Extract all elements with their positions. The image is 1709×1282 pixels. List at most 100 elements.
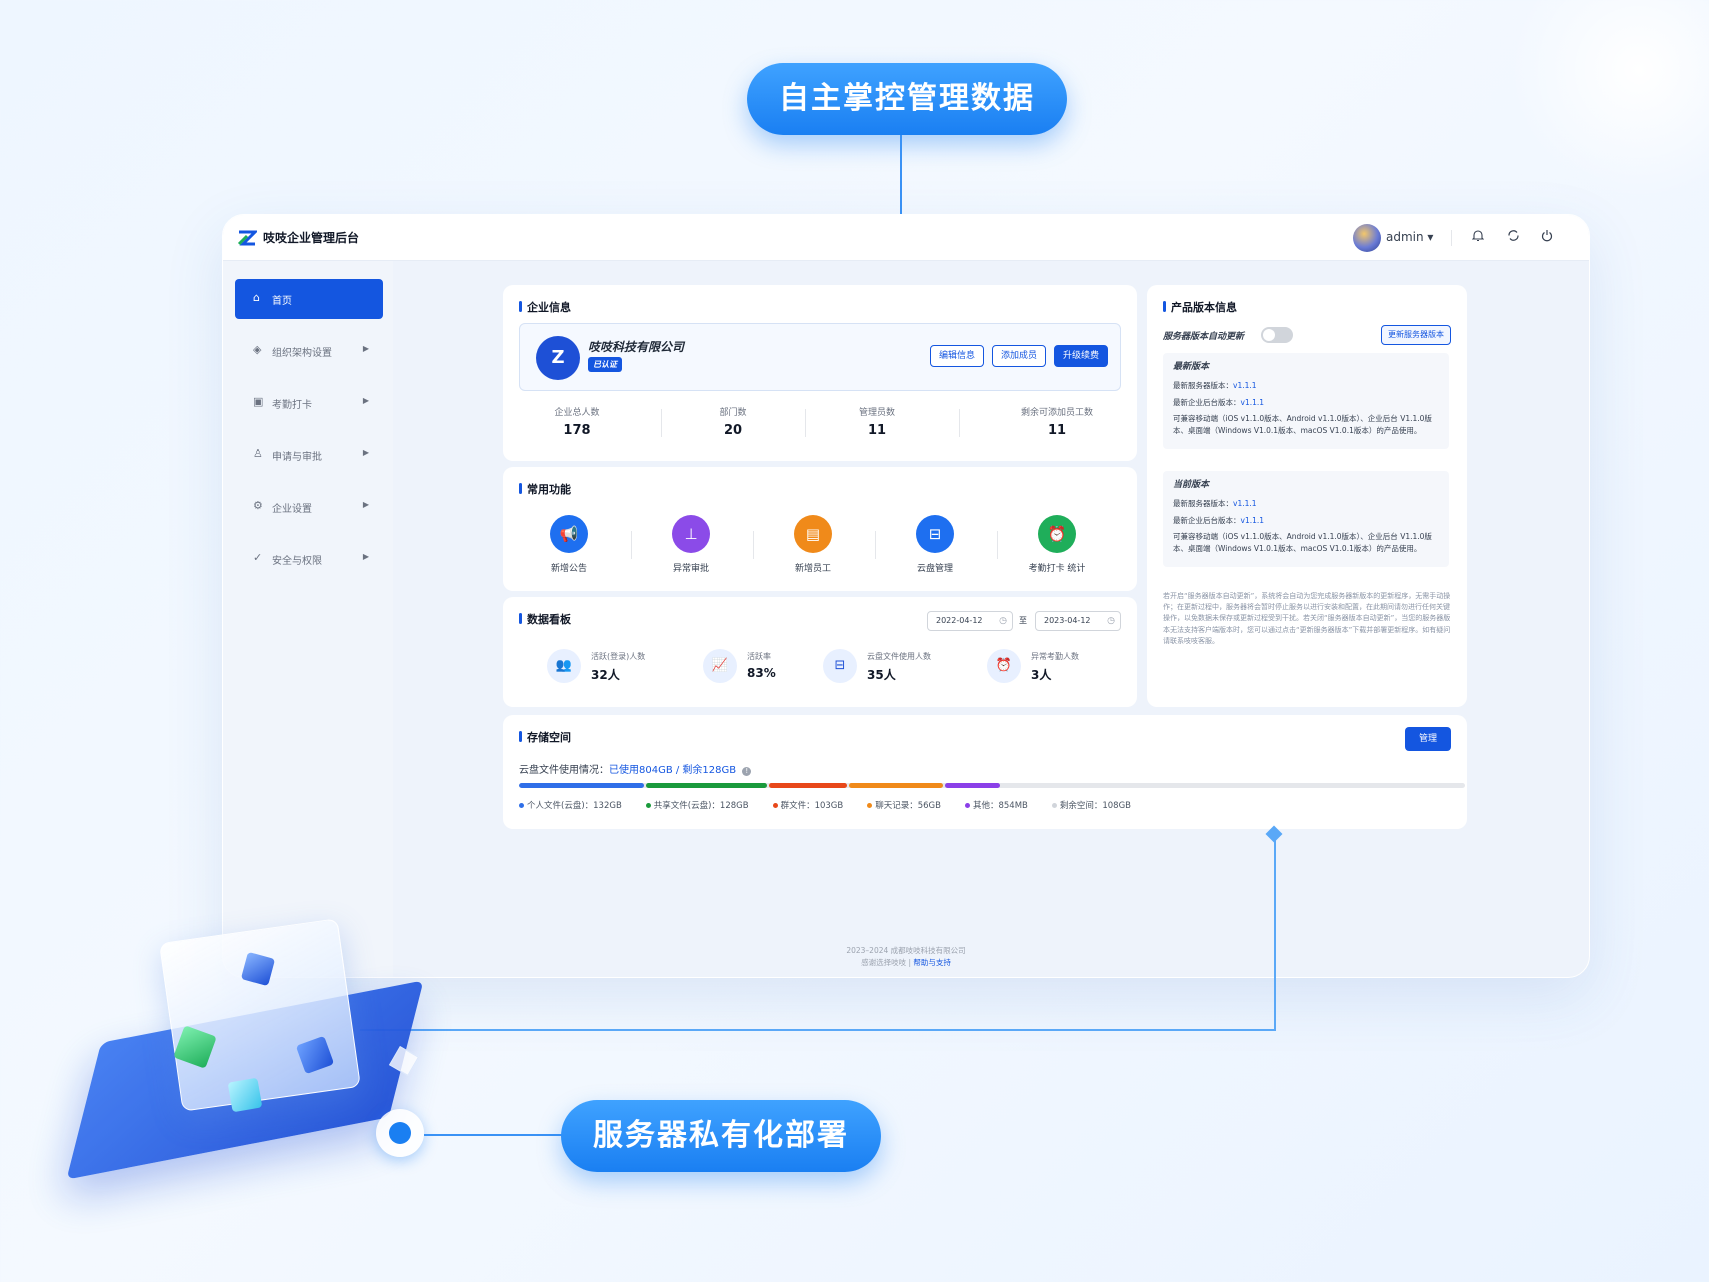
sidebar-item-approval[interactable]: ♙ 申请与审批 ▶: [235, 435, 383, 475]
chart-line-icon: 📈: [703, 649, 737, 683]
drive-icon: ⊟: [823, 649, 857, 683]
admin-window: 吱吱企业管理后台 admin ▾ ⌂ 首页 ◈ 组织架构设置 ▶ ▣ 考勤打卡 …: [222, 214, 1590, 978]
legend-item: 群文件：103GB: [772, 799, 844, 811]
sidebar: ⌂ 首页 ◈ 组织架构设置 ▶ ▣ 考勤打卡 ▶ ♙ 申请与审批 ▶ ⚙ 企业设…: [223, 261, 393, 977]
shield-check-icon: ✓: [253, 551, 263, 564]
date-to-input[interactable]: 2023-04-12◷: [1035, 611, 1121, 631]
storage-legend: 个人文件(云盘)：132GB 共享文件(云盘)：128GB 群文件：103GB 聊天记…: [519, 799, 1155, 811]
new-announcement-button[interactable]: 📢 新增公告: [529, 515, 609, 574]
stamp-icon: ⊥: [672, 515, 710, 553]
clock-icon: ◷: [999, 616, 1007, 626]
section-title: 常用功能: [519, 481, 571, 497]
date-from-input[interactable]: 2022-04-12◷: [927, 611, 1013, 631]
company-name: 吱吱科技有限公司: [588, 340, 685, 354]
storage-segment: [945, 783, 1000, 788]
storage-segment: [645, 783, 767, 788]
background-glow: [1509, 0, 1709, 200]
data-cube-illustration: [159, 918, 361, 1112]
app-logo-icon: [237, 230, 257, 246]
chevron-right-icon: ▶: [362, 344, 369, 353]
verified-badge: 已认证: [588, 357, 622, 372]
callout-anchor-dot: [376, 1109, 424, 1157]
auto-update-note: 若开启“服务器版本自动更新”，系统将会自动为您完成服务器新版本的更新程序，无需手…: [1163, 592, 1451, 645]
storage-usage-line: 云盘文件使用情况：已使用804GB / 剩余128GB !: [519, 761, 752, 776]
divider: [661, 409, 662, 437]
alarm-clock-icon: ⏰: [1038, 515, 1076, 553]
company-logo-icon: Z: [536, 336, 580, 380]
legend-swatch: [645, 803, 651, 808]
version-info-card: 产品版本信息 服务器版本自动更新 更新服务器版本 最新版本 最新服务器版本：v1…: [1147, 285, 1467, 707]
auto-update-toggle[interactable]: [1261, 327, 1293, 343]
sidebar-item-attendance[interactable]: ▣ 考勤打卡 ▶: [235, 383, 383, 423]
users-icon: 👥: [547, 649, 581, 683]
power-icon[interactable]: [1538, 229, 1556, 247]
sidebar-item-home[interactable]: ⌂ 首页: [235, 279, 383, 319]
sidebar-item-label: 申请与审批: [272, 452, 322, 463]
user-avatar[interactable]: [1353, 224, 1381, 252]
sidebar-item-label: 组织架构设置: [272, 348, 332, 359]
attendance-stats-button[interactable]: ⏰ 考勤打卡 统计: [1017, 515, 1097, 574]
divider: [753, 531, 754, 559]
legend-swatch: [772, 803, 778, 808]
storage-connector-horizontal: [360, 1029, 1276, 1031]
divider: [997, 531, 998, 559]
user-icon: ♙: [253, 447, 263, 460]
data-board-card: 数据看板 2022-04-12◷ 至 2023-04-12◷ 👥 活跃(登录)人…: [503, 597, 1137, 707]
section-title: 存储空间: [519, 729, 571, 745]
upgrade-button[interactable]: 升级续费: [1054, 345, 1109, 367]
alarm-clock-icon: ⏰: [987, 649, 1021, 683]
chevron-right-icon: ▶: [362, 552, 369, 561]
user-menu[interactable]: admin ▾: [1386, 230, 1434, 244]
section-title: 数据看板: [519, 611, 571, 627]
storage-connector-vertical: [1274, 834, 1276, 1030]
sidebar-item-security[interactable]: ✓ 安全与权限 ▶: [235, 539, 383, 579]
divider: [805, 409, 806, 437]
id-card-icon: ▤: [794, 515, 832, 553]
help-support-link[interactable]: 帮助与支持: [913, 958, 951, 967]
update-server-button[interactable]: 更新服务器版本: [1381, 325, 1451, 345]
clock-icon: ◷: [1107, 616, 1115, 626]
manage-storage-button[interactable]: 管理: [1405, 727, 1451, 751]
legend-label: 个人文件(云盘)：132GB: [527, 801, 622, 811]
legend-item: 共享文件(云盘)：128GB: [645, 799, 749, 811]
legend-item: 其他：854MB: [964, 799, 1028, 811]
legend-label: 群文件：103GB: [780, 801, 844, 811]
divider: [1451, 230, 1452, 246]
date-range-separator: 至: [1019, 616, 1027, 625]
storage-card: 存储空间 管理 云盘文件使用情况：已使用804GB / 剩余128GB ! 个人…: [503, 715, 1467, 829]
callout-connector: [900, 135, 902, 243]
legend-item: 剩余空间：108GB: [1051, 799, 1132, 811]
add-member-button[interactable]: 添加成员: [992, 345, 1047, 367]
refresh-icon[interactable]: [1504, 229, 1522, 247]
common-functions-card: 常用功能 📢 新增公告 ⊥ 异常审批 ▤ 新增员工 ⊟ 云盘管理 ⏰ 考勤打卡 …: [503, 467, 1137, 591]
legend-label: 共享文件(云盘)：128GB: [653, 801, 749, 811]
sidebar-item-org[interactable]: ◈ 组织架构设置 ▶: [235, 331, 383, 371]
sidebar-item-label: 考勤打卡: [272, 400, 312, 411]
legend-label: 聊天记录：56GB: [875, 801, 941, 811]
cloud-drive-button[interactable]: ⊟ 云盘管理: [895, 515, 975, 574]
legend-label: 其他：854MB: [972, 801, 1028, 811]
exception-approval-button[interactable]: ⊥ 异常审批: [651, 515, 731, 574]
home-icon: ⌂: [253, 291, 260, 304]
new-employee-button[interactable]: ▤ 新增员工: [773, 515, 853, 574]
sidebar-item-settings[interactable]: ⚙ 企业设置 ▶: [235, 487, 383, 527]
storage-usage-bar: [519, 783, 1465, 788]
company-banner: Z 吱吱科技有限公司 已认证 编辑信息 添加成员 升级续费: [519, 323, 1121, 391]
cyan-gem-illustration: [227, 1077, 263, 1113]
legend-label: 剩余空间：108GB: [1059, 801, 1132, 811]
latest-version-panel: 最新版本 最新服务器版本：v1.1.1 最新企业后台版本：v1.1.1 可兼容移…: [1163, 353, 1449, 450]
edit-info-button[interactable]: 编辑信息: [930, 345, 985, 367]
auto-update-label: 服务器版本自动更新: [1163, 332, 1245, 342]
section-title: 产品版本信息: [1163, 299, 1237, 315]
legend-swatch: [519, 803, 524, 808]
layers-icon: ◈: [253, 343, 262, 356]
callout-connector: [424, 1134, 564, 1136]
bell-icon[interactable]: [1469, 229, 1487, 247]
chevron-right-icon: ▶: [362, 448, 369, 457]
legend-swatch: [964, 803, 970, 808]
section-title: 企业信息: [519, 299, 571, 315]
storage-segment: [768, 783, 847, 788]
